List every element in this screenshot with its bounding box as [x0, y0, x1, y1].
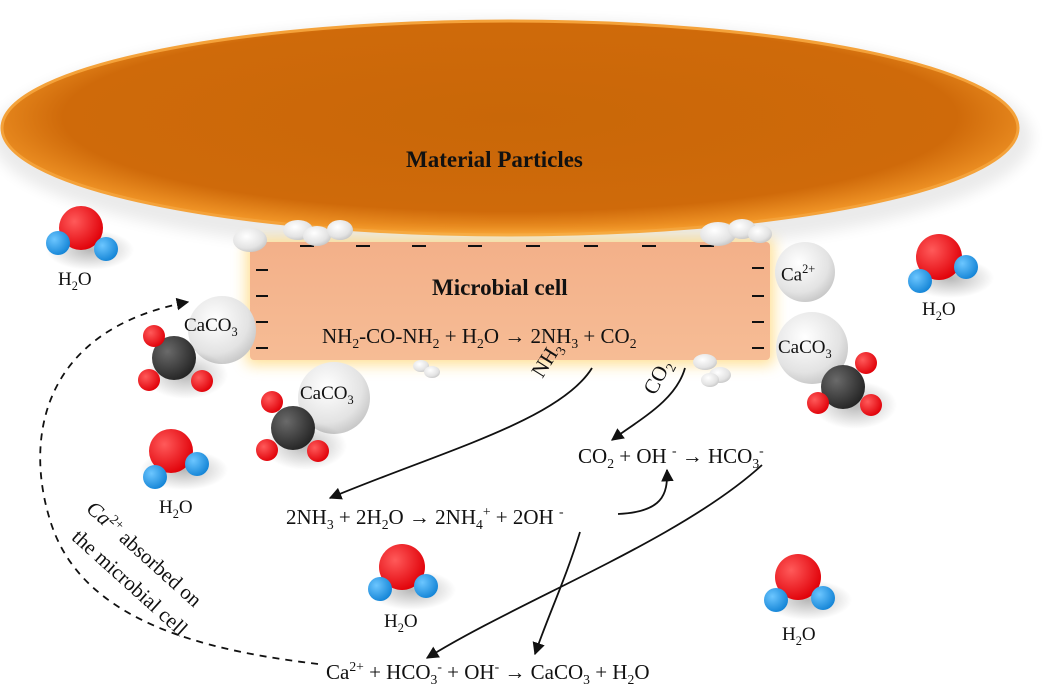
- arrow-co2: [610, 367, 686, 441]
- large-bubbles: [188, 242, 848, 434]
- arrow-oh-to-hco3: [617, 468, 674, 515]
- arrow-nh3: [328, 367, 593, 500]
- microbial-cell: [250, 242, 770, 360]
- water-molecule: [906, 234, 994, 298]
- water-label: H2O: [384, 611, 418, 635]
- water-molecule: [140, 429, 228, 490]
- water-label: H2O: [922, 299, 956, 323]
- caco3-label: CaCO3: [184, 315, 238, 339]
- material-particle: [0, 19, 1020, 237]
- arrow-hco3-to-caco3: [425, 464, 763, 659]
- calcium-ion-label: Ca2+: [781, 262, 816, 286]
- ammonium-equation: 2NH3 + 2H2O → 2NH4+ + 2OH -: [286, 504, 564, 533]
- caco3-label: CaCO3: [778, 337, 832, 361]
- carbonate-molecule: [256, 391, 347, 470]
- microbial-cell-label: Microbial cell: [432, 275, 568, 300]
- water-molecule: [368, 544, 456, 610]
- small-bubbles: [233, 219, 772, 387]
- negative-charges: [256, 245, 764, 349]
- arrow-oh-to-caco3: [532, 531, 581, 656]
- bicarbonate-equation: CO2 + OH - → HCO3-: [578, 443, 764, 472]
- carbonate-molecule: [138, 325, 228, 399]
- calcium-carbonate-equation: Ca2+ + HCO3- + OH- → CaCO3 + H2O: [326, 659, 650, 688]
- water-label: H2O: [58, 269, 92, 293]
- carbonate-molecule: [807, 352, 897, 429]
- water-label: H2O: [782, 624, 816, 648]
- water-molecule: [46, 206, 134, 270]
- reaction-arrows: [39, 297, 763, 665]
- water-molecule: [764, 554, 852, 620]
- urea-hydrolysis-equation: NH2-CO-NH2 + H2O → 2NH3 + CO2: [322, 324, 637, 352]
- material-particles-label: Material Particles: [406, 147, 583, 172]
- water-label: H2O: [159, 497, 193, 521]
- caco3-label: CaCO3: [300, 383, 354, 407]
